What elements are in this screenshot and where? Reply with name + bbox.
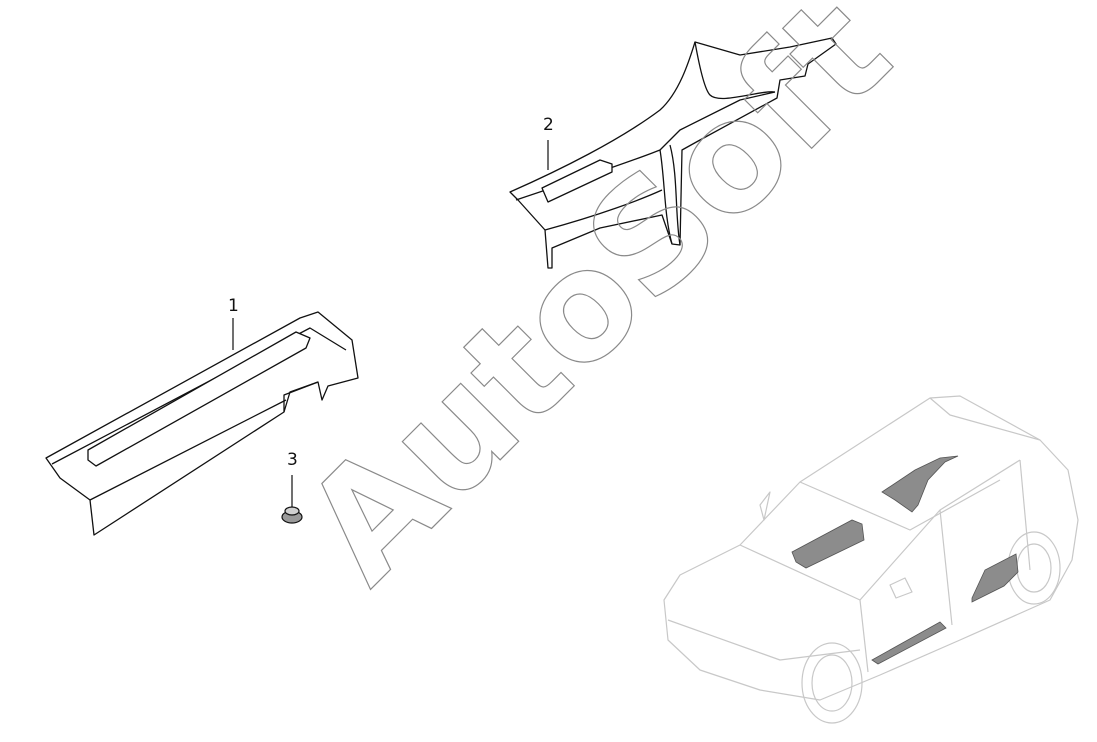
highlight-rear-sill — [881, 455, 959, 513]
watermark-text: AutoSoft — [272, 0, 922, 615]
part-1-front-sill-plate — [45, 311, 359, 536]
part-2-rear-sill-trim — [509, 37, 837, 269]
callout-3: 3 — [287, 450, 298, 470]
highlight-sill-lower — [871, 621, 947, 665]
highlight-rear-arch — [971, 553, 1019, 603]
vehicle-part-highlights — [791, 455, 1019, 665]
vehicle-location-view — [663, 395, 1079, 724]
part-3-clip — [281, 475, 303, 524]
callout-2: 2 — [543, 115, 554, 135]
highlight-front-sill — [791, 519, 865, 569]
callout-1: 1 — [228, 296, 239, 316]
